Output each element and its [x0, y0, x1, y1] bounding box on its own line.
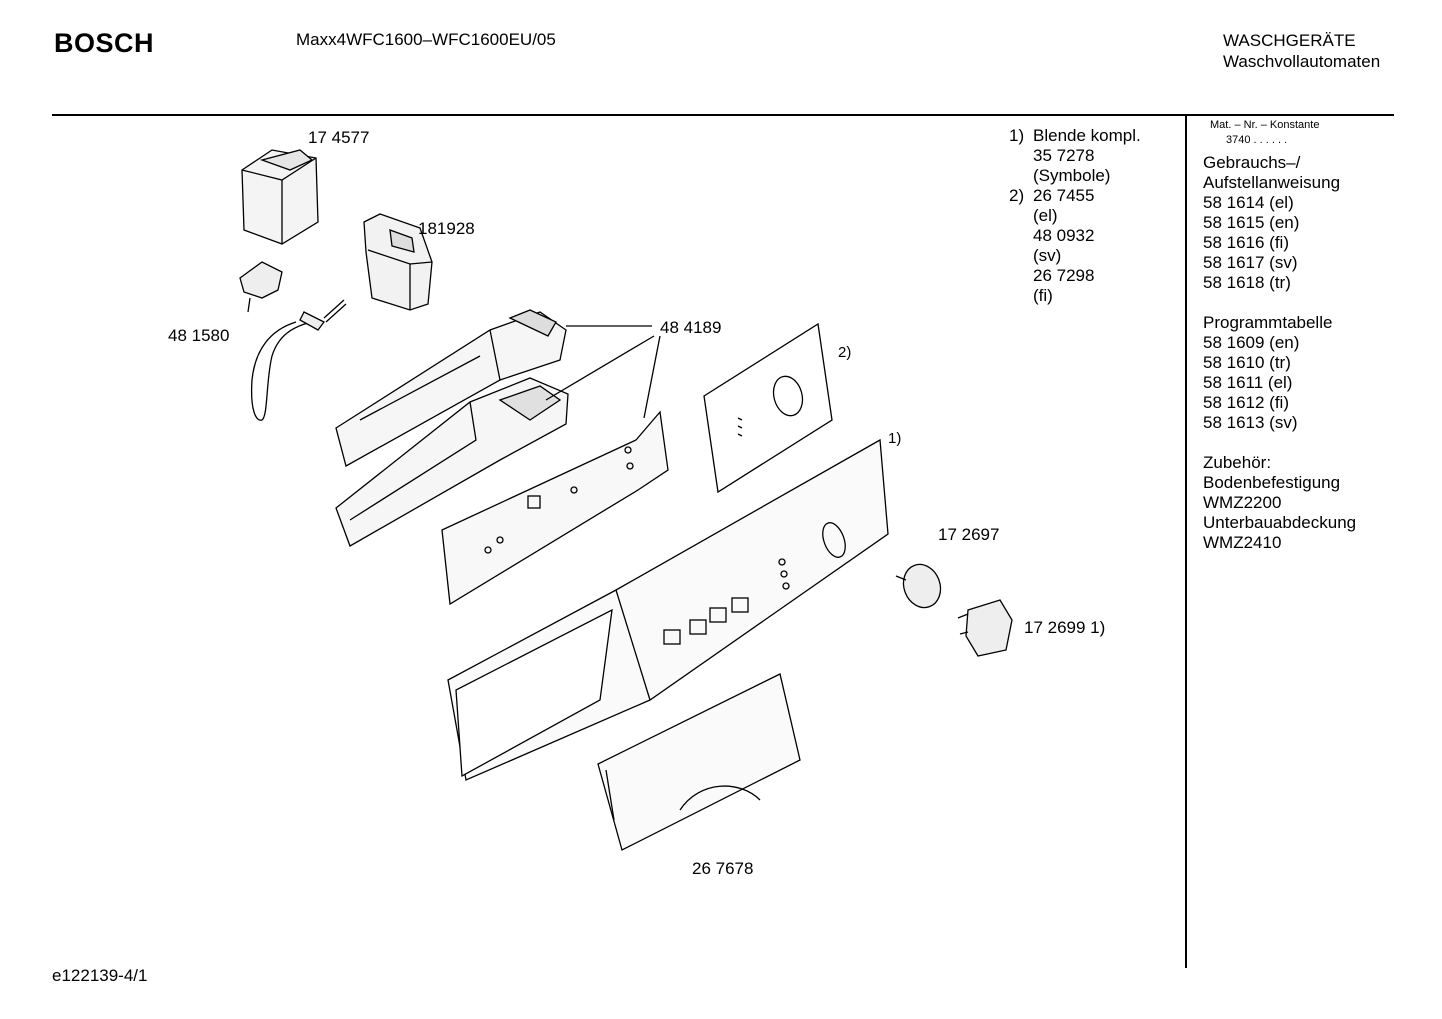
- sidebar-line: Aufstellanweisung: [1203, 173, 1341, 192]
- note-text: 35 7278: [1033, 146, 1095, 165]
- sidebar-line: 58 1617 (sv): [1203, 253, 1298, 272]
- sidebar-line: Gebrauchs–/: [1203, 153, 1301, 172]
- note-number: 1): [1009, 126, 1025, 145]
- leader-line: [545, 335, 655, 401]
- exploded-parts-drawing: [239, 149, 1013, 851]
- category: WASCHGERÄTE Waschvollautomaten: [1223, 30, 1380, 72]
- note-text: (Symbole): [1033, 166, 1111, 185]
- part-label: 17 2697: [938, 525, 1000, 544]
- part-label: 48 4189: [660, 318, 722, 337]
- category-line-2: Waschvollautomaten: [1223, 52, 1381, 71]
- notes-block: 1) Blende kompl. 35 7278 (Symbole) 2) 26 7…: [1009, 126, 1141, 306]
- category-line-1: WASCHGERÄTE: [1223, 31, 1356, 50]
- sidebar-list: Gebrauchs–/ Aufstellanweisung 58 1614 (e…: [1203, 153, 1356, 553]
- sidebar-line: 58 1614 (el): [1203, 193, 1294, 212]
- sidebar-line: 58 1609 (en): [1203, 333, 1300, 352]
- sidebar-line: WMZ2200: [1203, 493, 1282, 512]
- sidebar-line: 58 1610 (tr): [1203, 353, 1291, 372]
- sidebar-line: 58 1618 (tr): [1203, 273, 1291, 292]
- part-label: 17 2699 1): [1024, 618, 1106, 637]
- sidebar-line: 58 1615 (en): [1203, 213, 1300, 232]
- part-label: 26 7678: [692, 859, 754, 878]
- note-text: (el): [1033, 206, 1058, 225]
- detergent-drawer-handle-part: [597, 673, 801, 851]
- sidebar-line: [1203, 433, 1356, 453]
- part-label: 2): [838, 344, 852, 361]
- electronic-module-upper-part: [335, 309, 567, 467]
- sidebar-line: 58 1616 (fi): [1203, 233, 1289, 252]
- sidebar-line: 58 1611 (el): [1203, 373, 1293, 392]
- fascia-panel-part: [447, 438, 889, 781]
- sidebar-line: [1203, 293, 1356, 313]
- part-label: 48 1580: [168, 326, 230, 345]
- symbol-panel-part: [703, 322, 833, 494]
- interference-filter-part: [363, 213, 433, 311]
- brand-logo: BOSCH: [54, 28, 155, 58]
- note-text: Blende kompl.: [1033, 126, 1141, 145]
- electronic-module-lower-part: [335, 377, 569, 547]
- header-rule: [52, 114, 1394, 116]
- sidebar-line: Unterbauabdeckung: [1203, 513, 1357, 532]
- leader-line: [643, 335, 661, 419]
- note-text: (sv): [1033, 246, 1062, 265]
- sidebar-line: WMZ2410: [1203, 533, 1282, 552]
- sidebar-line: Zubehör:: [1203, 453, 1272, 472]
- mat-header: Mat. – Nr. – Konstante: [1210, 119, 1320, 131]
- sidebar-line: Bodenbefestigung: [1203, 473, 1341, 492]
- cover-box-part: [241, 149, 319, 245]
- program-knob-part: [957, 599, 1013, 657]
- part-label: 181928: [418, 219, 475, 238]
- note-text: 48 0932: [1033, 226, 1095, 245]
- sidebar-divider: [1185, 116, 1187, 968]
- note-text: 26 7298: [1033, 266, 1095, 285]
- diagram-code: e122139-4/1: [52, 966, 148, 985]
- note-text: (fi): [1033, 286, 1053, 305]
- part-label: 1): [888, 430, 902, 447]
- note-text: 26 7455: [1033, 186, 1095, 205]
- sidebar-line: 58 1613 (sv): [1203, 413, 1298, 432]
- sidebar-line: Programmtabelle: [1203, 313, 1333, 332]
- note-number: 2): [1009, 186, 1025, 205]
- mat-value: 3740 . . . . . .: [1226, 134, 1288, 146]
- part-label: 17 4577: [308, 128, 370, 147]
- sidebar-line: 58 1612 (fi): [1203, 393, 1289, 412]
- model-title: Maxx4WFC1600–WFC1600EU/05: [296, 30, 556, 49]
- power-cord-part: [239, 261, 347, 421]
- circuit-board-part: [441, 410, 669, 606]
- knob-insert-part: [895, 563, 942, 609]
